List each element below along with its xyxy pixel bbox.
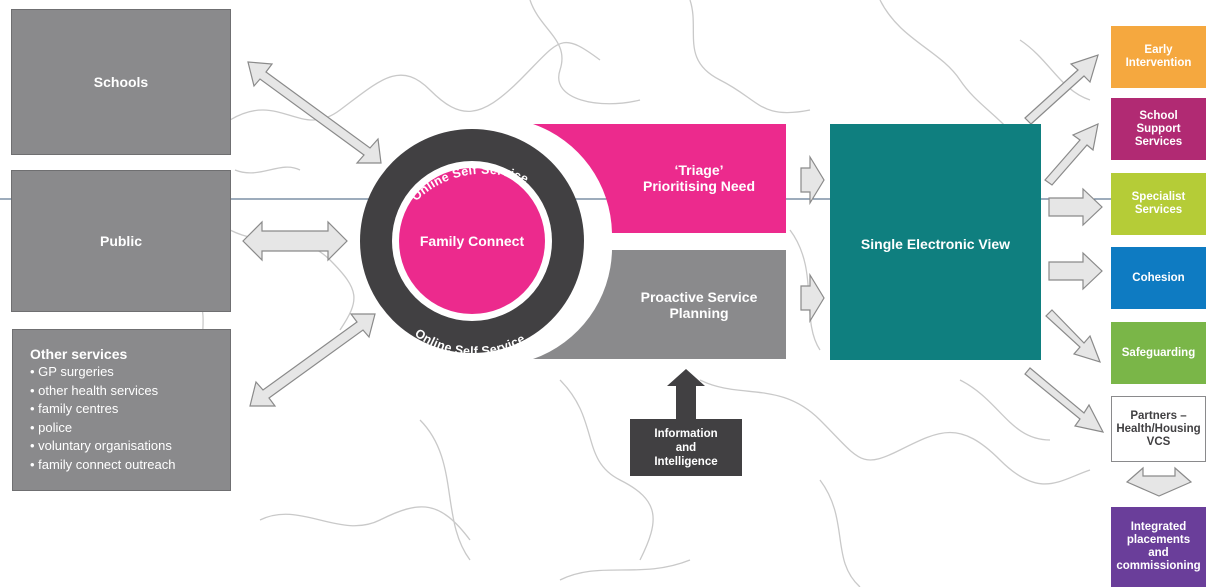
specialist-services-box: Specialist Services	[1111, 173, 1206, 235]
arrow-proactive-to-view	[800, 272, 825, 324]
cohesion-box: Cohesion	[1111, 247, 1206, 309]
integrated-line3: and	[1148, 547, 1169, 559]
partners-box: Partners – Health/Housing VCS	[1111, 396, 1206, 462]
family-connect-label: Family Connect	[419, 233, 525, 249]
triage-line1: ‘Triage’	[674, 162, 724, 178]
specialist-line2: Services	[1134, 204, 1183, 216]
other-services-list: GP surgeries other health services famil…	[30, 363, 230, 474]
list-item: other health services	[30, 382, 230, 401]
partners-line3: VCS	[1146, 435, 1171, 448]
integrated-line2: placements	[1126, 534, 1191, 546]
schools-label: Schools	[93, 74, 149, 90]
safeguarding-label: Safeguarding	[1121, 346, 1196, 359]
specialist-line1: Specialist	[1131, 191, 1186, 203]
integrated-line4: commissioning	[1116, 560, 1201, 572]
hub-center	[399, 168, 545, 314]
information-box: Information and Intelligence	[630, 419, 742, 476]
list-item: family centres	[30, 400, 230, 419]
other-services-box: Other services GP surgeries other health…	[12, 329, 231, 491]
arrow-to-school-support	[1044, 122, 1099, 186]
list-item: GP surgeries	[30, 363, 230, 382]
proactive-line2: Planning	[669, 305, 729, 321]
double-arrow-schools	[247, 61, 382, 164]
information-line1: Information	[654, 427, 718, 440]
arrow-triage-to-view	[800, 154, 825, 206]
school-support-box: School Support Services	[1111, 98, 1206, 160]
information-line2: and	[675, 441, 697, 454]
arrow-to-cohesion	[1048, 251, 1103, 291]
early-line2: Intervention	[1125, 57, 1192, 69]
arrow-to-early	[1024, 54, 1099, 125]
double-arrow-public	[242, 220, 348, 262]
public-box: Public	[11, 170, 231, 312]
partners-line1: Partners –	[1130, 409, 1187, 422]
triage-shape	[533, 124, 786, 233]
list-item: family connect outreach	[30, 456, 230, 475]
school-support-line2: Support	[1136, 122, 1181, 135]
connector-arrows	[242, 54, 1193, 497]
integrated-box: Integrated placements and commissioning	[1111, 507, 1206, 587]
proactive-shape	[533, 250, 786, 359]
school-support-line1: School	[1139, 109, 1178, 122]
school-support-line3: Services	[1134, 135, 1183, 148]
safeguarding-box: Safeguarding	[1111, 322, 1206, 384]
early-intervention-box: Early Intervention	[1111, 26, 1206, 88]
public-label: Public	[99, 233, 142, 249]
single-view-box: Single Electronic View	[830, 124, 1041, 360]
arrow-to-specialist	[1048, 187, 1103, 227]
other-services-heading: Other services	[30, 346, 128, 362]
arrow-information-up	[667, 369, 705, 422]
integrated-line1: Integrated	[1130, 521, 1187, 533]
cohesion-label: Cohesion	[1132, 271, 1185, 284]
single-view-label: Single Electronic View	[860, 236, 1011, 252]
proactive-line1: Proactive Service	[640, 289, 758, 305]
schools-box: Schools	[11, 9, 231, 155]
partners-line2: Health/Housing	[1116, 422, 1201, 435]
arrow-to-integrated	[1125, 466, 1193, 497]
arrow-to-safeguarding	[1045, 309, 1102, 363]
family-connect-label-wrap: Family Connect	[402, 226, 542, 256]
information-line3: Intelligence	[654, 455, 718, 468]
arrow-to-partners	[1024, 367, 1105, 433]
triage-line2: Prioritising Need	[642, 178, 756, 194]
list-item: voluntary organisations	[30, 437, 230, 456]
early-line1: Early	[1144, 44, 1173, 56]
double-arrow-other	[249, 313, 376, 407]
list-item: police	[30, 419, 230, 438]
triage-box: ‘Triage’ Prioritising Need	[612, 158, 786, 198]
proactive-box: Proactive Service Planning	[612, 285, 786, 325]
